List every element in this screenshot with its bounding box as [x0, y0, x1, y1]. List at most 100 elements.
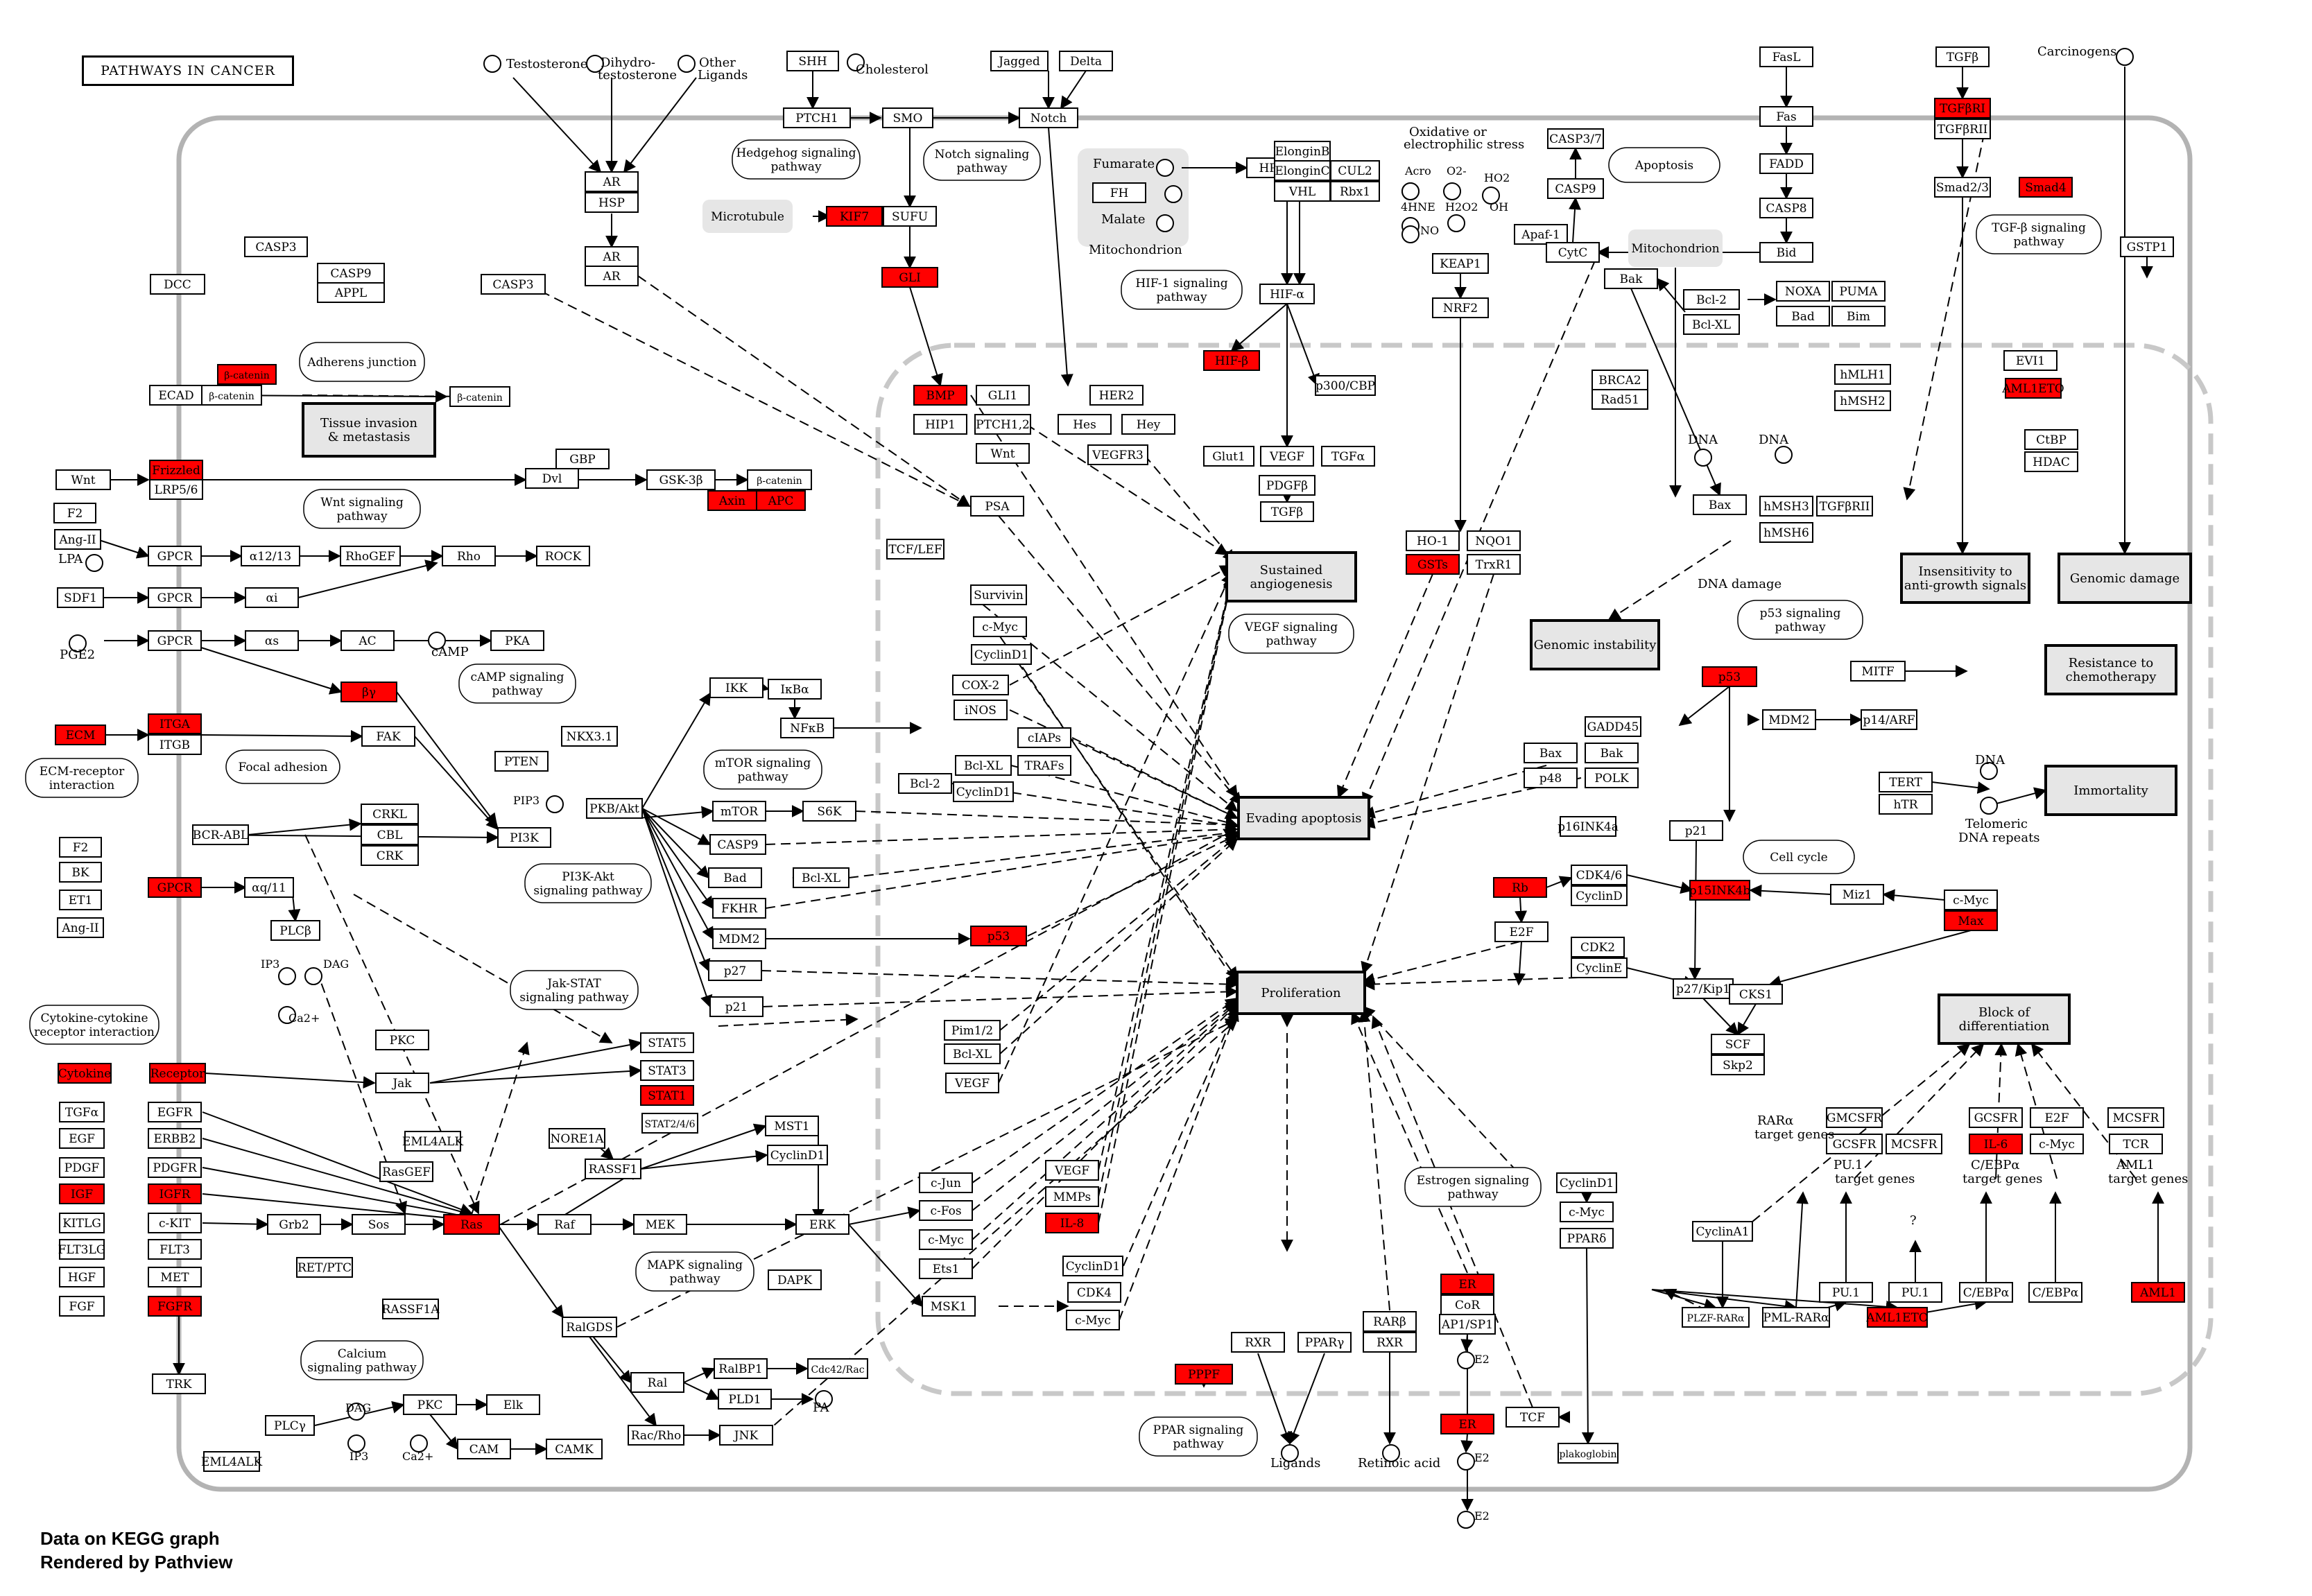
- gene-node-pmlrara[interactable]: PML-RARα: [1762, 1307, 1830, 1328]
- gene-node-egf[interactable]: EGF: [59, 1128, 105, 1149]
- gene-node-hdac[interactable]: HDAC: [2024, 451, 2078, 472]
- gene-node-mst1[interactable]: MST1: [765, 1116, 819, 1136]
- gene-node-ac[interactable]: AC: [340, 630, 395, 651]
- gene-node-rhogef[interactable]: RhoGEF: [340, 546, 401, 566]
- gene-node-ecad[interactable]: ECAD: [149, 385, 203, 406]
- gene-node-ptch1[interactable]: PTCH1: [783, 107, 851, 128]
- gene-node-bcl2a[interactable]: Bcl-2: [898, 773, 952, 794]
- gene-node-gadd45[interactable]: GADD45: [1585, 716, 1641, 737]
- gene-node-bak1[interactable]: Bak: [1604, 268, 1658, 289]
- gene-node-f2b[interactable]: F2: [59, 837, 102, 858]
- gene-node-fas[interactable]: Fas: [1759, 106, 1813, 127]
- gene-node-vegf2[interactable]: VEGF: [1045, 1160, 1099, 1181]
- gene-node-pkbakt[interactable]: PKB/Akt: [586, 798, 643, 819]
- gene-node-camk[interactable]: CAMK: [546, 1439, 603, 1459]
- gene-node-sufu[interactable]: SUFU: [883, 206, 937, 227]
- gene-node-cyclind1c[interactable]: CyclinD1: [953, 781, 1014, 802]
- gene-node-ar3[interactable]: AR: [585, 266, 639, 286]
- gene-node-pkca[interactable]: PKC: [375, 1030, 429, 1050]
- gene-node-pppf[interactable]: PPPF: [1175, 1364, 1233, 1385]
- gene-node-ckit[interactable]: c-KIT: [148, 1213, 202, 1233]
- gene-node-ap1sp1[interactable]: AP1/SP1: [1439, 1314, 1496, 1335]
- gene-node-fak[interactable]: FAK: [361, 726, 415, 747]
- gene-node-vegf3[interactable]: VEGF: [1260, 446, 1314, 467]
- gene-node-tert[interactable]: TERT: [1879, 772, 1933, 792]
- gene-node-noxa[interactable]: NOXA: [1776, 281, 1830, 302]
- gene-node-s6k[interactable]: S6K: [802, 801, 856, 822]
- pathway-link-adherens[interactable]: Adherens junction: [299, 342, 425, 382]
- gene-node-kif7[interactable]: KIF7: [826, 206, 883, 227]
- gene-node-gpcr1[interactable]: GPCR: [148, 546, 202, 566]
- gene-node-hmsh6[interactable]: hMSH6: [1759, 522, 1813, 543]
- gene-node-a1213[interactable]: α12/13: [241, 546, 300, 566]
- gene-node-pka[interactable]: PKA: [490, 630, 544, 651]
- gene-node-nfkb[interactable]: NFκB: [780, 718, 834, 738]
- gene-node-cyclind1e[interactable]: CyclinD1: [1556, 1172, 1617, 1193]
- gene-node-cbl[interactable]: CBL: [361, 824, 419, 845]
- gene-node-bak2[interactable]: Bak: [1585, 743, 1639, 763]
- gene-node-wnt2[interactable]: Wnt: [976, 443, 1030, 464]
- gene-node-cmyc5[interactable]: c-Myc: [1560, 1202, 1614, 1222]
- gene-node-itgb[interactable]: ITGB: [148, 734, 202, 755]
- gene-node-gmcsfr[interactable]: GMCSFR: [1826, 1107, 1883, 1128]
- gene-node-rassf1a[interactable]: RASSF1A: [382, 1299, 440, 1319]
- gene-node-smo[interactable]: SMO: [882, 107, 933, 128]
- gene-node-bcatc[interactable]: β-catenin: [449, 386, 510, 407]
- gene-node-cyclind1a[interactable]: CyclinD1: [971, 644, 1032, 665]
- gene-node-fasl[interactable]: FasL: [1759, 46, 1813, 67]
- gene-node-delta[interactable]: Delta: [1059, 51, 1113, 71]
- gene-node-nqo1[interactable]: NQO1: [1467, 530, 1521, 551]
- gene-node-bcatb[interactable]: β-catenin: [201, 385, 262, 406]
- gene-node-bid[interactable]: Bid: [1759, 242, 1813, 263]
- gene-node-erbb2[interactable]: ERBB2: [148, 1128, 202, 1149]
- gene-node-axin[interactable]: Axin: [707, 490, 757, 511]
- gene-node-casp3b[interactable]: CASP3: [481, 274, 546, 295]
- gene-node-cytokine[interactable]: Cytokine: [58, 1063, 112, 1084]
- gene-node-cyclind1b[interactable]: CyclinD1: [767, 1145, 828, 1165]
- gene-node-fh[interactable]: FH: [1092, 182, 1146, 203]
- gene-node-tgfbrii2[interactable]: TGFβRII: [1816, 496, 1873, 517]
- gene-node-eml4alka[interactable]: EML4ALK: [402, 1131, 463, 1152]
- gene-node-gpcr4[interactable]: GPCR: [148, 877, 202, 898]
- gene-node-mcsfr2[interactable]: MCSFR: [2107, 1107, 2164, 1128]
- gene-node-crkl[interactable]: CRKL: [361, 804, 419, 824]
- outcome-prolif[interactable]: Proliferation: [1236, 971, 1366, 1015]
- outcome-tissue[interactable]: Tissue invasion& metastasis: [302, 402, 436, 458]
- gene-node-ptch12[interactable]: PTCH1,2: [974, 414, 1031, 435]
- gene-node-skp2[interactable]: Skp2: [1711, 1055, 1765, 1075]
- gene-node-casp9b[interactable]: CASP9: [709, 834, 766, 855]
- gene-node-p48[interactable]: p48: [1524, 767, 1578, 788]
- gene-node-fadd[interactable]: FADD: [1759, 153, 1813, 174]
- gene-node-bclxl2[interactable]: Bcl-XL: [793, 867, 849, 888]
- gene-node-rassf1[interactable]: RASSF1: [585, 1159, 641, 1179]
- gene-node-stat1[interactable]: STAT1: [640, 1085, 694, 1106]
- gene-node-inos[interactable]: iNOS: [954, 700, 1008, 720]
- gene-node-gcsfr1[interactable]: GCSFR: [1826, 1134, 1883, 1154]
- gene-node-ecm[interactable]: ECM: [55, 725, 106, 745]
- gene-node-receptor[interactable]: Receptor: [149, 1063, 206, 1084]
- gene-node-wnt1[interactable]: Wnt: [55, 469, 111, 490]
- gene-node-mdm2a[interactable]: MDM2: [712, 928, 766, 949]
- gene-node-tgfb1[interactable]: TGFβ: [1260, 501, 1314, 522]
- gene-node-elonginc[interactable]: ElonginC: [1274, 160, 1331, 181]
- gene-node-appl[interactable]: APPL: [317, 282, 385, 303]
- gene-node-cmyc3[interactable]: c-Myc: [1066, 1310, 1120, 1330]
- gene-node-as[interactable]: αs: [245, 630, 299, 651]
- gene-node-nrf2[interactable]: NRF2: [1432, 297, 1489, 318]
- gene-node-cytc[interactable]: CytC: [1546, 242, 1600, 263]
- gene-node-hgf[interactable]: HGF: [59, 1267, 105, 1287]
- gene-node-cdk4a[interactable]: CDK4: [1067, 1282, 1121, 1303]
- gene-node-aml1eto1[interactable]: AML1ETO: [2001, 378, 2064, 399]
- gene-node-mcsfr1[interactable]: MCSFR: [1886, 1134, 1942, 1154]
- gene-node-grb2[interactable]: Grb2: [267, 1214, 321, 1235]
- gene-node-crk[interactable]: CRK: [361, 845, 419, 866]
- gene-node-bmp[interactable]: BMP: [913, 385, 967, 406]
